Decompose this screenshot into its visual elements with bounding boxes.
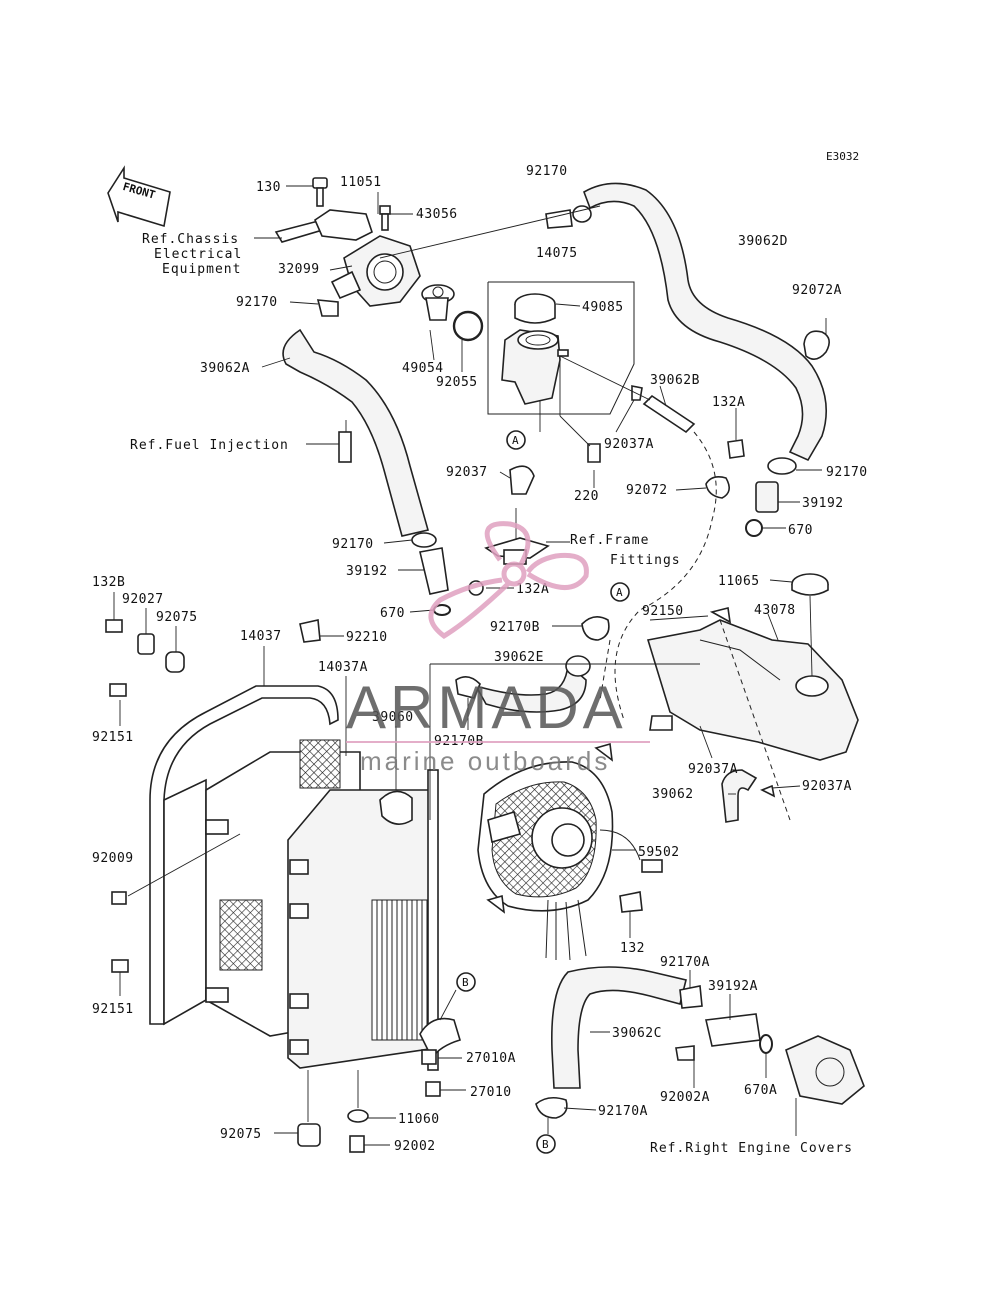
radiator-fan: [477, 742, 663, 961]
part-label: 43056: [416, 207, 458, 222]
part-label: 14075: [536, 246, 578, 261]
part-label: 132A: [516, 582, 549, 597]
part-label: 92009: [92, 851, 134, 866]
hose-39062D: [583, 182, 828, 462]
hose-39062B: [642, 394, 696, 434]
part-label: 92072A: [792, 283, 842, 298]
part-labels: 130 11051 43056 32099 92170 14075 39062D…: [92, 164, 868, 1154]
callout-b-bottom: B: [542, 1138, 549, 1151]
part-label: 39192: [802, 496, 844, 511]
part-label: 670: [788, 523, 813, 538]
hose-39062: [721, 769, 758, 823]
part-label: 92170A: [598, 1104, 648, 1119]
propeller-logo: [428, 521, 589, 640]
part-label: 14037: [240, 629, 282, 644]
part-label: 39062A: [200, 361, 250, 376]
part-label: 92170: [236, 295, 278, 310]
callout-a-top: A: [512, 434, 519, 447]
part-label: 32099: [278, 262, 320, 277]
callouts: A A B B: [456, 430, 630, 1154]
part-label: 92002: [394, 1139, 436, 1154]
part-label: 92037A: [604, 437, 654, 452]
front-direction-arrow: FRONT: [107, 165, 171, 228]
part-label: 92075: [156, 610, 198, 625]
part-label: 92170: [332, 537, 374, 552]
part-label: 14037A: [318, 660, 368, 675]
part-label: 11051: [340, 175, 382, 190]
part-label: 92170B: [490, 620, 540, 635]
part-label: 92037A: [688, 762, 738, 777]
leader-lines: [113, 185, 827, 1146]
part-label: 92170A: [660, 955, 710, 970]
hose-39062E: [474, 655, 591, 713]
thermostat-housing-group: [274, 177, 484, 342]
part-label: 92072: [626, 483, 668, 498]
part-label: 11060: [398, 1112, 440, 1127]
hose-39062A: [282, 328, 429, 537]
water-pump-cover: [535, 891, 865, 1119]
part-label: 132A: [712, 395, 745, 410]
fittings: [338, 205, 830, 798]
ref-frame-line1: Ref.Frame: [570, 533, 649, 548]
watermark-brand: ARMADA: [346, 674, 627, 741]
part-label: 92027: [122, 592, 164, 607]
part-label: 92151: [92, 730, 134, 745]
diagram-code: E3032: [826, 150, 859, 163]
ref-frame-line2: Fittings: [610, 553, 681, 568]
part-label: 49054: [402, 361, 444, 376]
part-label: 92002A: [660, 1090, 710, 1105]
radiator-assembly: [105, 619, 461, 1153]
part-label: 130: [256, 180, 281, 195]
reservoir-tank: [646, 573, 859, 761]
part-label: 39062D: [738, 234, 788, 249]
part-label: 92170: [826, 465, 868, 480]
reference-notes: Ref.Chassis Electrical Equipment Ref.Fue…: [130, 232, 853, 1156]
hose-39062C: [551, 966, 687, 1089]
part-label: 39062E: [494, 650, 544, 665]
part-label: 11065: [718, 574, 760, 589]
ref-chassis-line1: Ref.Chassis: [142, 232, 239, 247]
part-label: 59502: [638, 845, 680, 860]
watermark-tagline: marine outboards: [360, 746, 610, 776]
part-label: 39192: [346, 564, 388, 579]
ref-engine-covers: Ref.Right Engine Covers: [650, 1141, 853, 1156]
part-label: 92210: [346, 630, 388, 645]
part-label: 92075: [220, 1127, 262, 1142]
part-label: 92037A: [802, 779, 852, 794]
ref-fuel-injection: Ref.Fuel Injection: [130, 438, 289, 453]
part-label: 27010: [470, 1085, 512, 1100]
part-label: 39060: [372, 710, 414, 725]
part-label: 670: [380, 606, 405, 621]
part-label: 43078: [754, 603, 796, 618]
part-label: 39062: [652, 787, 694, 802]
part-label: 92037: [446, 465, 488, 480]
filler-neck-group: [487, 281, 635, 415]
part-label: 92150: [642, 604, 684, 619]
part-label: 39062C: [612, 1026, 662, 1041]
part-label: 92151: [92, 1002, 134, 1017]
part-label: 92170: [526, 164, 568, 179]
part-label: 670A: [744, 1083, 777, 1098]
ref-chassis-line3: Equipment: [162, 262, 241, 277]
watermark: ARMADA marine outboards: [346, 521, 650, 776]
callout-b-right: B: [462, 976, 469, 989]
part-label: 49085: [582, 300, 624, 315]
part-label: 27010A: [466, 1051, 516, 1066]
ref-chassis-line2: Electrical: [154, 247, 242, 262]
part-label: 39062B: [650, 373, 700, 388]
callout-a-mid: A: [616, 586, 623, 599]
part-label: 92055: [436, 375, 478, 390]
part-label: 220: [574, 489, 599, 504]
part-label: 132B: [92, 575, 125, 590]
part-label: 132: [620, 941, 645, 956]
part-label: 39192A: [708, 979, 758, 994]
